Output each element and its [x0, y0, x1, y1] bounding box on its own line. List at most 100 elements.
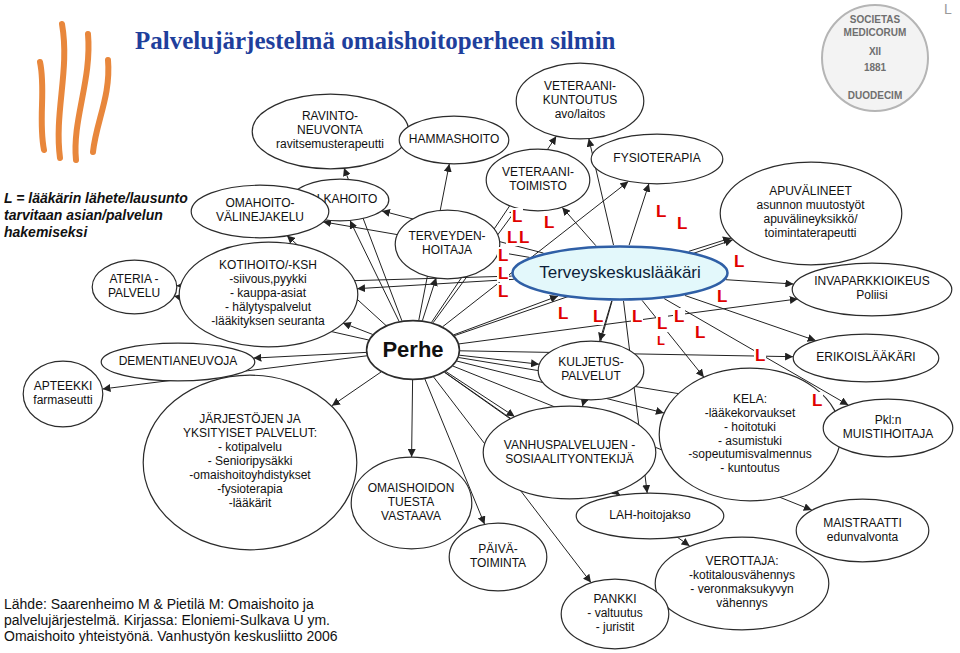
node-label: KELA:-lääkekorvaukset- hoitotuki- asumis… [688, 393, 811, 476]
ellipse-outline [561, 579, 669, 649]
ellipse-outline [143, 375, 357, 550]
node-text: - kauppa-asiat [211, 287, 324, 301]
service-ellipse: VANHUSPALVELUJEN -SOSIAALITYONTEKIJÄ [482, 405, 657, 500]
society-seal [822, 5, 928, 111]
ellipse-outline [483, 406, 656, 499]
node-text: LAH-hoitojakso [609, 509, 690, 523]
referral-mark: L [592, 308, 604, 325]
ellipse-outline [486, 149, 590, 211]
logo-ornament [40, 24, 108, 160]
ellipse-outline [655, 537, 829, 630]
node-text: -lääkekorvaukset [688, 407, 811, 421]
source-caption: Lähde: Saarenheimo M & Pietilä M: Omaish… [4, 596, 384, 644]
ellipse-outline [792, 263, 952, 316]
node-text: VETERAANI- KUNTOUTUS [535, 80, 625, 108]
connector-arrow [685, 296, 816, 341]
service-ellipse: LAH-hoitojakso [575, 492, 725, 540]
service-ellipse: TERVEYDEN- HOITAJA [394, 209, 501, 280]
referral-mark: L [518, 229, 530, 246]
referral-mark: L [811, 392, 823, 409]
node-text: - hälytyspalvelut [211, 301, 324, 315]
ellipse-outline [591, 134, 723, 184]
node-text: MUISTIHOITAJA [843, 428, 933, 442]
service-ellipse: OMAHOITO- VÄLINEJAKELU [190, 184, 330, 239]
node-text: MAISTRAATTI [823, 517, 901, 531]
referral-mark: L [506, 229, 518, 246]
node-label: VETERAANI- KUNTOUTUSavo/laitos [535, 80, 625, 122]
node-label: DEMENTIANEUVOJA [119, 355, 238, 369]
node-text: - veronmaksukyvyn vähennys [682, 583, 802, 611]
service-ellipse: FYSIOTERAPIA [590, 133, 724, 185]
node-text: - valtuutus [587, 607, 642, 621]
node-label: LAH-hoitojakso [609, 509, 690, 523]
node-label: RAVINTO- NEUVONTAravitsemusterapeutti [274, 110, 386, 152]
ellipse-outline [101, 343, 255, 381]
referral-mark: L [631, 308, 643, 325]
referral-mark: L [497, 283, 509, 300]
node-text: -kotitalousvähennys [682, 569, 802, 583]
node-text: ERIKOISLÄÄKÄRI [816, 351, 915, 365]
node-text: VETERAANI- TOIMISTO [498, 166, 578, 194]
node-label: OMAHOITO- VÄLINEJAKELU [210, 197, 310, 225]
connector-arrow [454, 240, 732, 336]
node-text: KELA: [688, 393, 811, 407]
connector-arrow [412, 380, 413, 457]
ellipse-outline [796, 499, 929, 562]
referral-mark: L [497, 247, 509, 264]
ellipse-outline [659, 368, 841, 501]
node-text: INVAPARKKIOIKEUS [814, 275, 930, 289]
node-text: - juristit [587, 621, 642, 635]
ellipse-outline [351, 457, 472, 549]
seal-text: SOCIETAS [825, 14, 925, 26]
ellipse-outline [252, 94, 409, 169]
node-text: APUVÄLINEET [743, 185, 878, 199]
referral-mark: L [511, 208, 523, 225]
node-label: PANKKI- valtuutus- juristit [587, 593, 642, 635]
node-text: PANKKI [587, 593, 642, 607]
node-text: Perhe [382, 337, 443, 363]
service-ellipse: INVAPARKKIOIKEUSPoliisi [791, 262, 953, 317]
service-ellipse: VETERAANI- KUNTOUTUSavo/laitos [515, 62, 645, 140]
service-ellipse: VETERAANI- TOIMISTO [485, 148, 591, 212]
node-text: - kuntoutus [688, 462, 811, 476]
referral-mark: L [543, 214, 555, 231]
node-label: VANHUSPALVELUJEN -SOSIAALITYONTEKIJÄ [497, 439, 642, 467]
referral-mark: L [557, 305, 569, 322]
service-ellipse: KULJETUS- PALVELUT [537, 340, 645, 401]
key-note: L = lääkärin lähete/lausunto tarvitaan a… [4, 190, 196, 241]
service-ellipse: MAISTRAATTIedunvalvonta [795, 498, 930, 563]
node-label: Terveyskeskuslääkäri [539, 263, 701, 283]
referral-mark: L [673, 308, 685, 325]
seal-text: 1881 [825, 62, 925, 74]
node-label: Perhe [382, 337, 443, 363]
node-text: - Senioripysäkki [170, 455, 330, 469]
ellipse-outline [823, 399, 953, 457]
ellipse-outline [191, 185, 329, 238]
node-text: apuvälineyksikkö/ toimintaterapeutti [743, 213, 878, 241]
node-label: Pkl:nMUISTIHOITAJA [843, 414, 933, 442]
connector-arrow [350, 221, 399, 322]
node-label: VETERAANI- TOIMISTO [498, 166, 578, 194]
node-label: KULJETUS- PALVELUT [551, 356, 631, 384]
service-ellipse: HAMMASHOITO [398, 115, 510, 165]
node-label: FYSIOTERAPIA [613, 152, 700, 166]
node-text: PÄIVÄ- TOIMINTA [463, 543, 533, 571]
node-label: APTEEKKIfarmaseutti [33, 380, 92, 408]
doctor-ellipse: Terveyskeskuslääkäri [510, 244, 730, 302]
service-ellipse: APTEEKKIfarmaseutti [22, 360, 104, 428]
node-text: KOTIHOITO/-KSH [211, 259, 324, 273]
node-label: PÄIVÄ- TOIMINTA [463, 543, 533, 571]
node-text: -siivous,pyykki [211, 273, 324, 287]
service-ellipse: PÄIVÄ- TOIMINTA [448, 522, 548, 592]
ellipse-outline [395, 210, 500, 279]
connector-arrow [357, 279, 514, 288]
node-label: HAMMASHOITO [409, 133, 499, 147]
node-text: TERVEYDEN- HOITAJA [405, 230, 489, 258]
connector-arrow [446, 372, 515, 417]
node-text: APTEEKKI [33, 380, 92, 394]
ellipse-outline [449, 523, 547, 591]
referral-mark: L [655, 203, 667, 220]
node-text: Poliisi [814, 289, 930, 303]
ellipse-outline [513, 247, 728, 300]
service-ellipse: RAVINTO- NEUVONTAravitsemusterapeutti [251, 93, 410, 170]
